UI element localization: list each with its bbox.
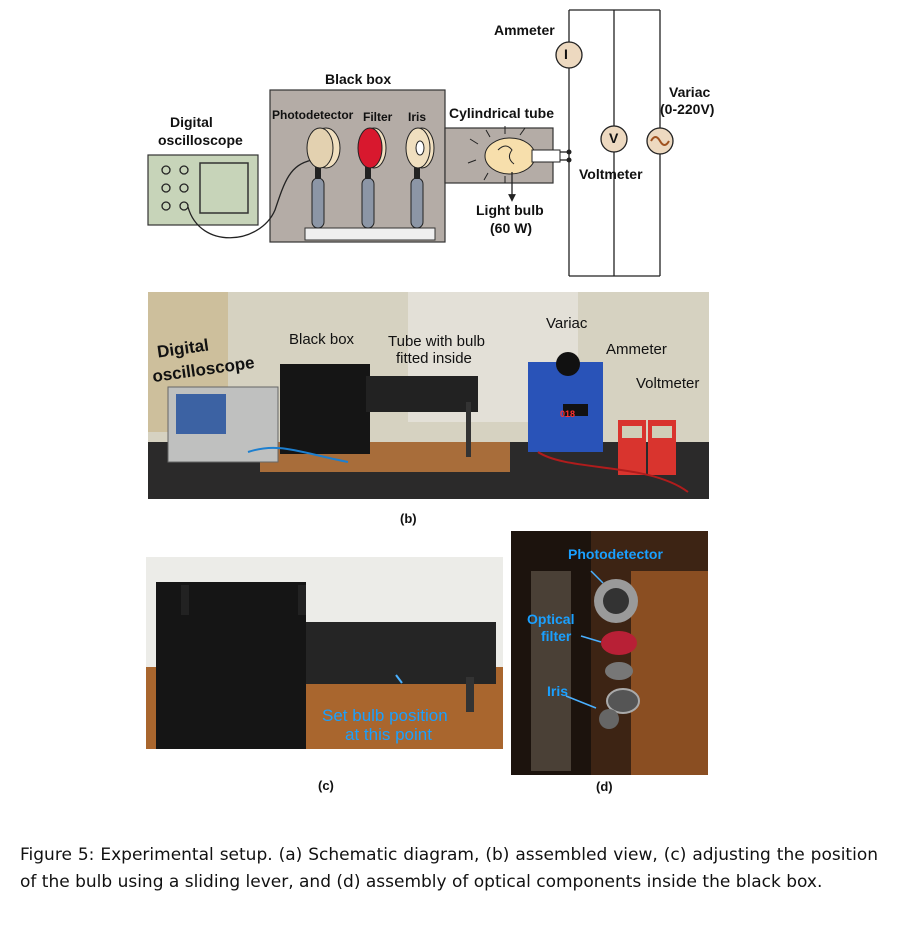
photo-d-photodetector: Photodetector [568, 546, 663, 562]
voltmeter-label: Voltmeter [579, 166, 643, 182]
photo-optical-assembly [511, 531, 708, 775]
iris-label: Iris [408, 110, 427, 124]
oscilloscope-screen [199, 162, 249, 214]
photodetector-label: Photodetector [272, 108, 354, 122]
osc-label-2: oscilloscope [158, 132, 243, 148]
photo-b-black-box: Black box [289, 331, 355, 348]
tube-label: Cylindrical tube [449, 105, 555, 121]
photo-b-tube-2: fitted inside [396, 350, 472, 367]
photodetector-assembly [306, 127, 341, 229]
photo-c-set-2: at this point [345, 725, 432, 744]
light-bulb [467, 126, 561, 202]
filter-label: Filter [363, 110, 393, 124]
photo-assembled-view [148, 292, 709, 499]
photo-d-optical: Optical [527, 611, 575, 627]
sublabel-b: (b) [400, 511, 417, 526]
photo-b-variac: Variac [546, 315, 588, 332]
black-box-label: Black box [325, 71, 392, 87]
sublabel-d: (d) [596, 779, 613, 794]
schematic-diagram [147, 9, 674, 277]
photo-c-set-1: Set bulb position [322, 706, 448, 725]
photo-d-filter: filter [541, 628, 572, 644]
photo-b-voltmeter: Voltmeter [636, 375, 700, 392]
photo-d-iris: Iris [547, 683, 569, 699]
ammeter-icon [555, 41, 583, 69]
signal-cable [187, 159, 313, 239]
voltmeter-icon [600, 125, 628, 153]
sublabel-c: (c) [318, 778, 334, 793]
rail [304, 227, 436, 241]
variac-label-2: (0-220V) [660, 101, 715, 117]
oscilloscope-knobs [161, 165, 189, 211]
bulb-label-2: (60 W) [490, 220, 532, 236]
voltmeter-symbol: V [609, 130, 619, 146]
photo-bulb-position [146, 557, 503, 749]
osc-label-1: Digital [170, 114, 213, 130]
ammeter-label: Ammeter [494, 22, 555, 38]
filter-assembly [357, 127, 387, 229]
photo-b-tube-1: Tube with bulb [388, 333, 486, 350]
figure-caption: Figure 5: Experimental setup. (a) Schema… [20, 845, 878, 892]
bulb-label-1: Light bulb [476, 202, 544, 218]
variac-label-1: Variac [669, 84, 711, 100]
iris-assembly [405, 127, 435, 229]
variac-display: 018 [560, 409, 576, 419]
ammeter-symbol: I [564, 46, 568, 62]
photo-b-ammeter: Ammeter [606, 341, 667, 358]
